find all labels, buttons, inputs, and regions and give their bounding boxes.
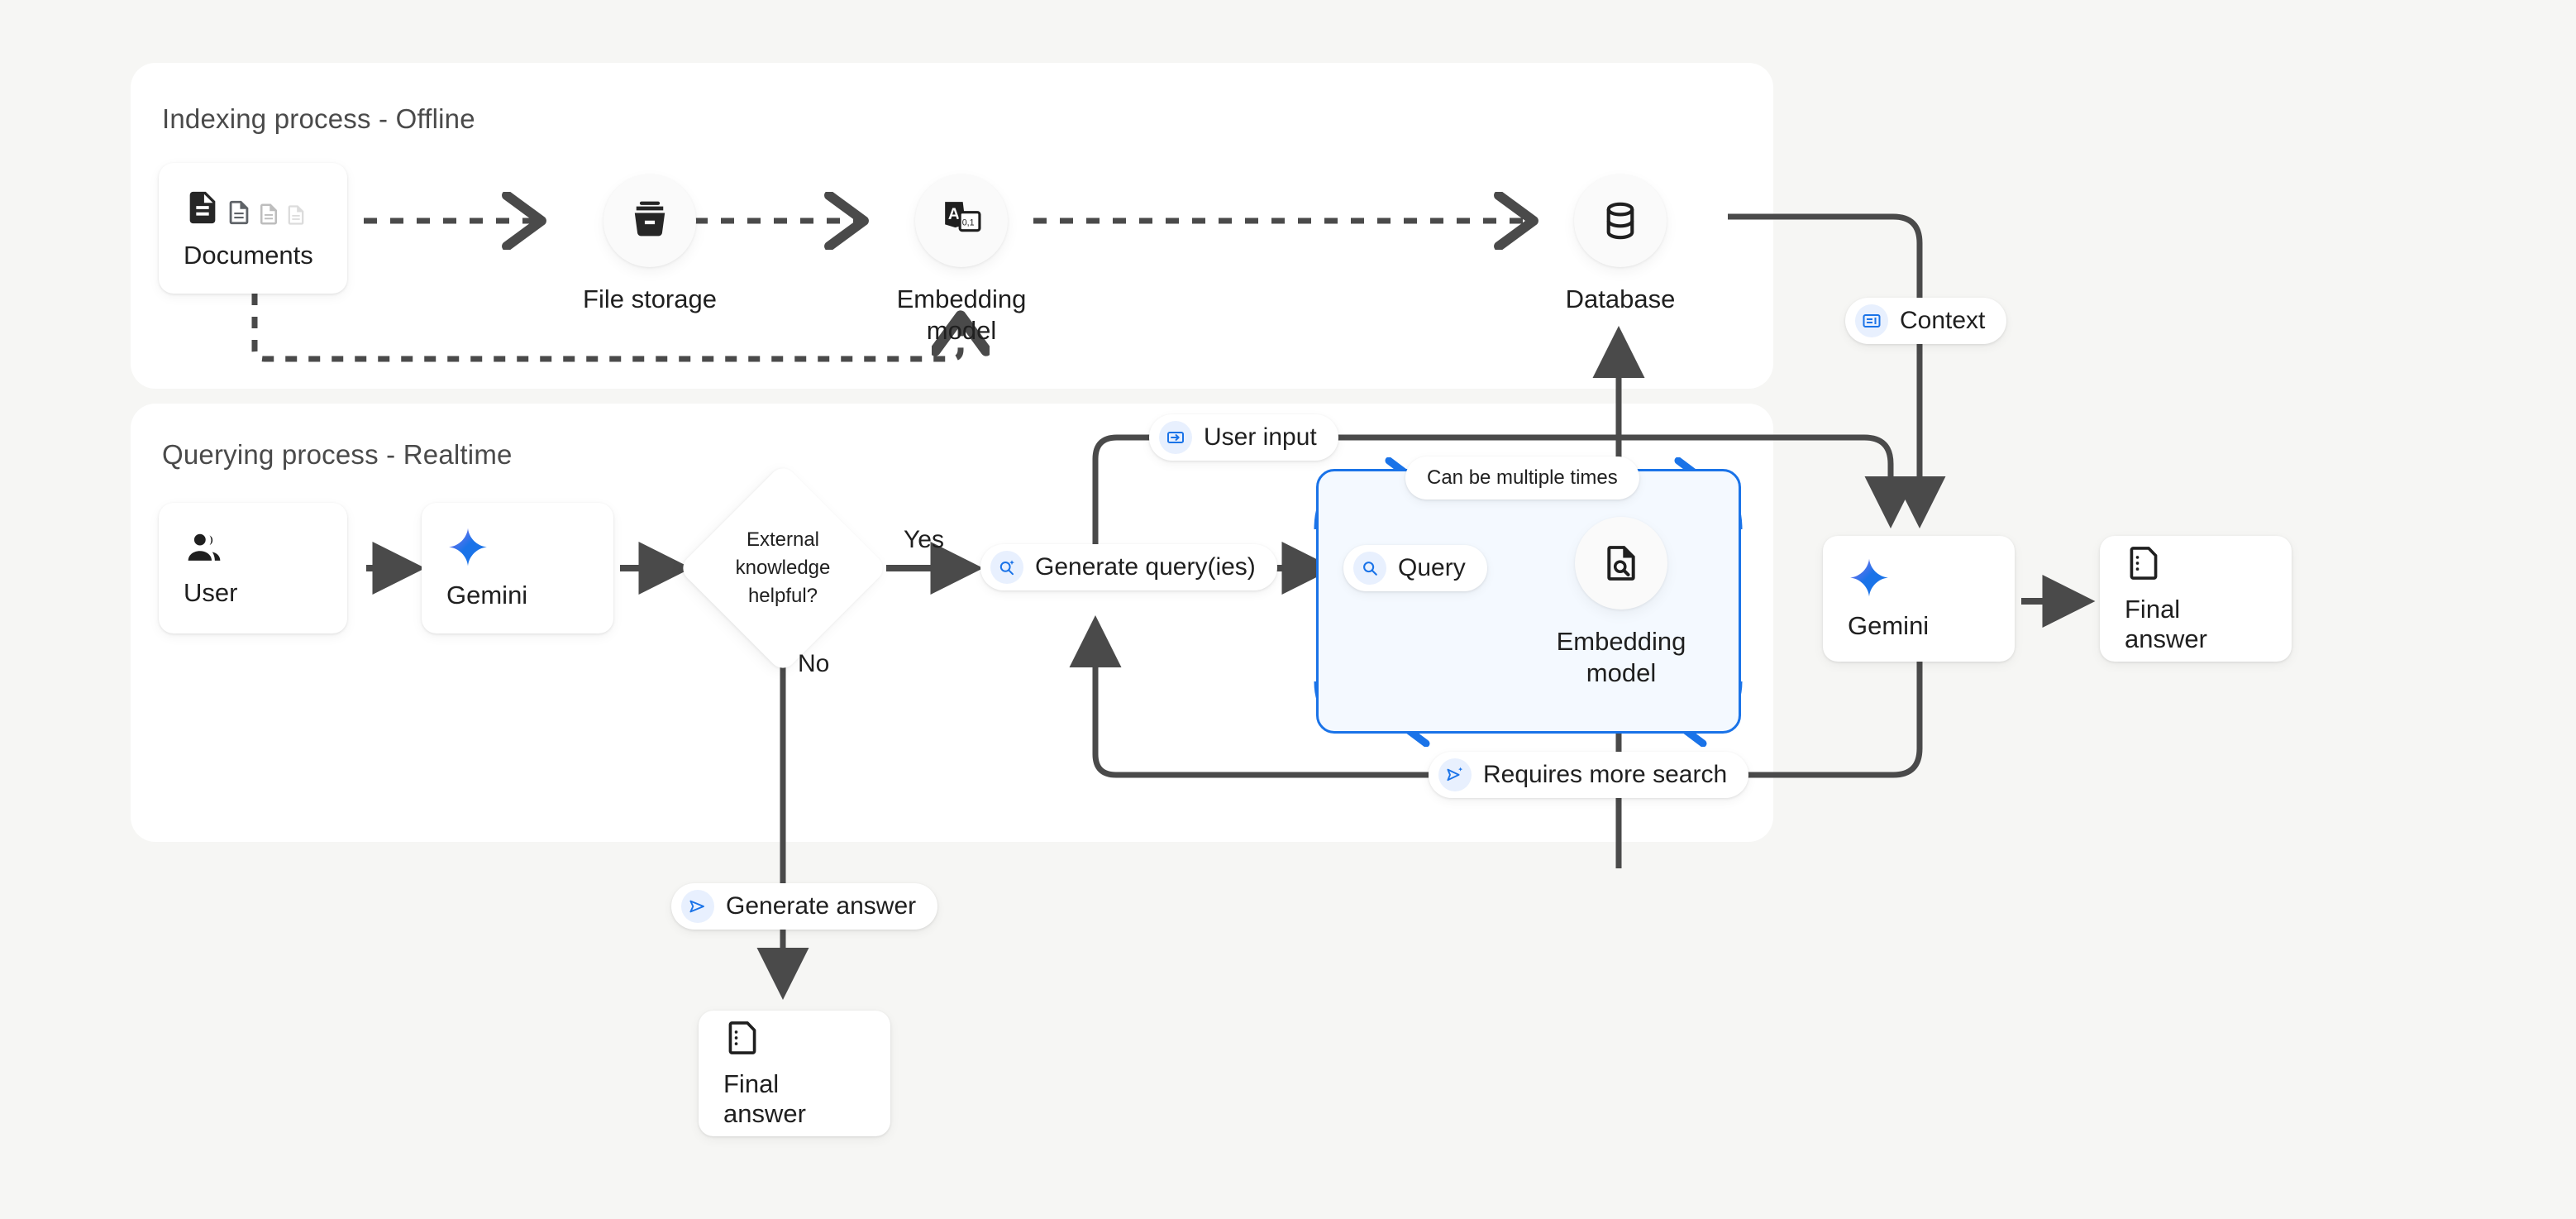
node-user[interactable]: User [159, 503, 347, 633]
search-sparkle-icon [990, 551, 1023, 584]
login-arrow-icon [1159, 421, 1192, 454]
people-icon [184, 528, 225, 566]
send-sparkle-icon [1438, 758, 1472, 791]
badge-label: Query [1398, 554, 1466, 581]
node-label: Gemini [446, 581, 528, 610]
edge-label-yes: Yes [904, 526, 944, 553]
node-label: File storage [583, 284, 717, 313]
badge-generate-answer[interactable]: Generate answer [671, 883, 938, 930]
node-label: Gemini [1848, 611, 1930, 641]
badge-generate-queries[interactable]: Generate query(ies) [980, 544, 1277, 590]
badge-label: Generate query(ies) [1035, 553, 1256, 581]
search-icon [1353, 552, 1386, 585]
node-database[interactable]: Database [1538, 174, 1703, 315]
badge-label: User input [1204, 423, 1317, 451]
node-label: Embedding model [1556, 627, 1686, 687]
document-search-icon [1575, 517, 1667, 610]
node-decision-external-knowledge[interactable]: External knowledge helpful? [677, 462, 889, 674]
node-label: Final answer [2125, 595, 2207, 653]
badge-query[interactable]: Query [1343, 545, 1487, 591]
send-icon [681, 890, 714, 923]
archive-box-icon [603, 174, 696, 267]
svg-text:A: A [948, 205, 960, 223]
node-gemini-1[interactable]: Gemini [422, 503, 613, 633]
badge-label: Context [1900, 307, 1986, 334]
badge-context[interactable]: Context [1845, 298, 2007, 344]
retrieval-loop-box [1316, 469, 1741, 734]
indexing-panel-title: Indexing process - Offline [162, 103, 475, 134]
node-label: User [184, 578, 238, 608]
querying-panel-title: Querying process - Realtime [162, 439, 513, 470]
node-final-answer-bottom[interactable]: Final answer [699, 1011, 890, 1136]
badge-loop-note: Can be multiple times [1405, 457, 1639, 500]
decision-label: External knowledge helpful? [735, 528, 831, 608]
node-documents[interactable]: Documents [159, 163, 347, 294]
svg-text:0,1: 0,1 [962, 218, 975, 228]
node-label: Final answer [723, 1069, 806, 1128]
badge-requires-more-search[interactable]: Requires more search [1429, 752, 1749, 798]
node-label: Documents [184, 241, 313, 270]
node-label: Embedding model [896, 284, 1027, 345]
edge-label-no: No [798, 650, 830, 677]
database-icon [1574, 174, 1667, 267]
context-panel-icon [1855, 304, 1888, 337]
translate-icon: A 0,1 [915, 174, 1008, 267]
node-file-storage[interactable]: File storage [567, 174, 732, 315]
badge-label: Requires more search [1483, 761, 1728, 788]
node-label: Database [1565, 284, 1676, 313]
gemini-spark-icon [1848, 557, 1891, 600]
node-final-answer-right[interactable]: Final answer [2100, 536, 2292, 662]
node-embedding-model-2[interactable]: Embedding model [1557, 517, 1686, 689]
badge-user-input[interactable]: User input [1149, 414, 1338, 461]
answer-doc-icon [2125, 543, 2163, 583]
node-embedding-model[interactable]: A 0,1 Embedding model [866, 174, 1057, 347]
badge-label: Generate answer [726, 892, 917, 920]
answer-doc-icon [723, 1018, 761, 1058]
node-gemini-2[interactable]: Gemini [1823, 536, 2015, 662]
loop-note-label: Can be multiple times [1427, 466, 1618, 489]
documents-stack-icon [184, 186, 308, 229]
gemini-spark-icon [446, 526, 489, 569]
